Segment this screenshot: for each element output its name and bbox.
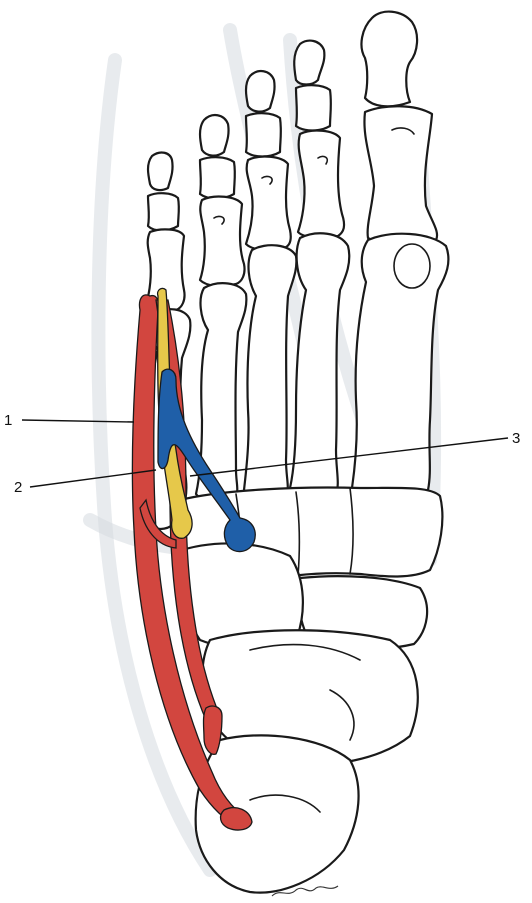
leader-line-3 bbox=[190, 438, 508, 476]
callout-label-1: 1 bbox=[4, 412, 12, 429]
fifth-toe-distal bbox=[148, 153, 173, 191]
leader-line-1 bbox=[22, 420, 134, 422]
hallux-distal-phalanx bbox=[361, 12, 417, 107]
third-toe-distal bbox=[246, 71, 275, 112]
fourth-toe-middle bbox=[200, 157, 235, 198]
third-toe-proximal bbox=[246, 157, 291, 251]
fourth-toe-distal bbox=[200, 115, 229, 156]
callout-label-2: 2 bbox=[14, 479, 22, 496]
tarsal-bones bbox=[175, 488, 442, 893]
red-muscle-insertion-lower bbox=[204, 706, 223, 754]
third-toe-middle bbox=[246, 113, 281, 156]
fifth-toe-middle bbox=[148, 193, 179, 230]
second-toe-distal bbox=[294, 41, 324, 85]
second-toe-proximal bbox=[298, 131, 344, 239]
fourth-toe-proximal bbox=[200, 197, 245, 287]
third-metatarsal bbox=[244, 245, 296, 498]
second-toe-middle bbox=[296, 85, 331, 130]
callout-label-3: 3 bbox=[512, 430, 520, 447]
